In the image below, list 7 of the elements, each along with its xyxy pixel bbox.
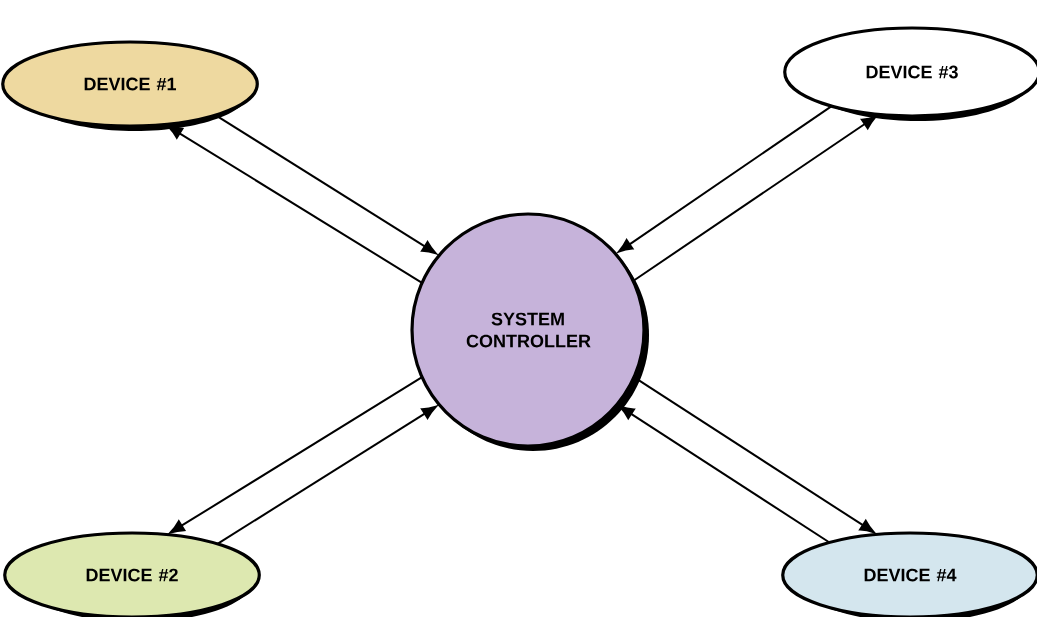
arrow: [216, 405, 437, 545]
arrow: [169, 376, 424, 534]
arrow: [619, 405, 831, 544]
arrow: [167, 125, 424, 284]
node-label: DEVICE #3: [866, 65, 958, 79]
arrow: [617, 105, 833, 253]
arrow: [632, 115, 877, 282]
